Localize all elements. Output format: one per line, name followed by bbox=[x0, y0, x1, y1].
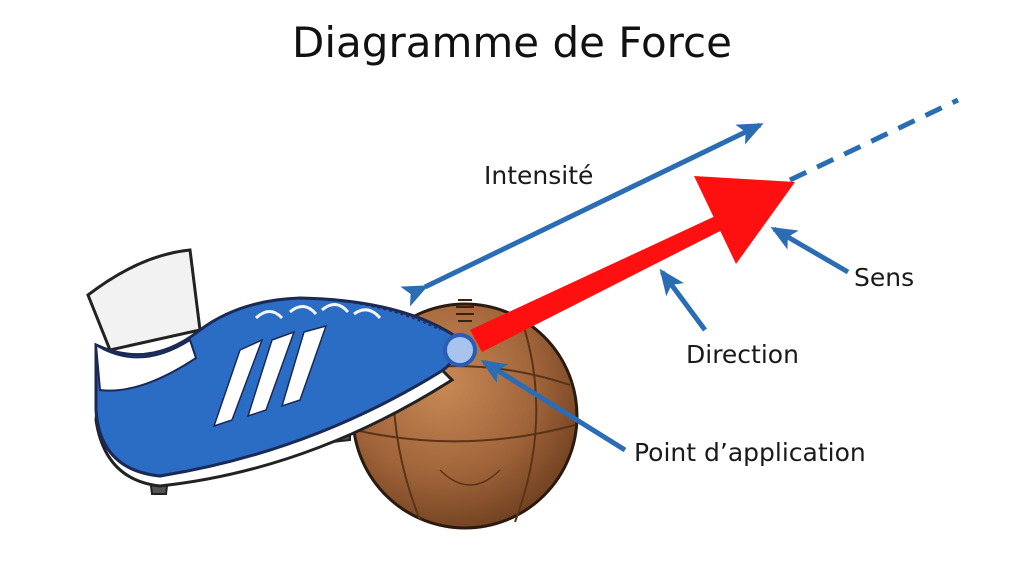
force-vector-arrow-icon bbox=[470, 176, 795, 352]
sens-pointer-arrow bbox=[770, 226, 850, 275]
intensity-double-arrow bbox=[400, 122, 764, 307]
label-direction: Direction bbox=[686, 340, 799, 369]
direction-dashed-line bbox=[788, 97, 960, 183]
label-intensite: Intensité bbox=[484, 161, 594, 190]
point-pointer-arrow bbox=[480, 359, 627, 453]
soccer-cleat-icon bbox=[86, 248, 458, 495]
label-sens: Sens bbox=[854, 263, 915, 292]
direction-pointer-arrow bbox=[659, 268, 708, 332]
diagram-title: Diagramme de Force bbox=[292, 18, 732, 67]
label-point-application: Point d’application bbox=[634, 438, 866, 467]
application-point-marker bbox=[443, 333, 477, 367]
